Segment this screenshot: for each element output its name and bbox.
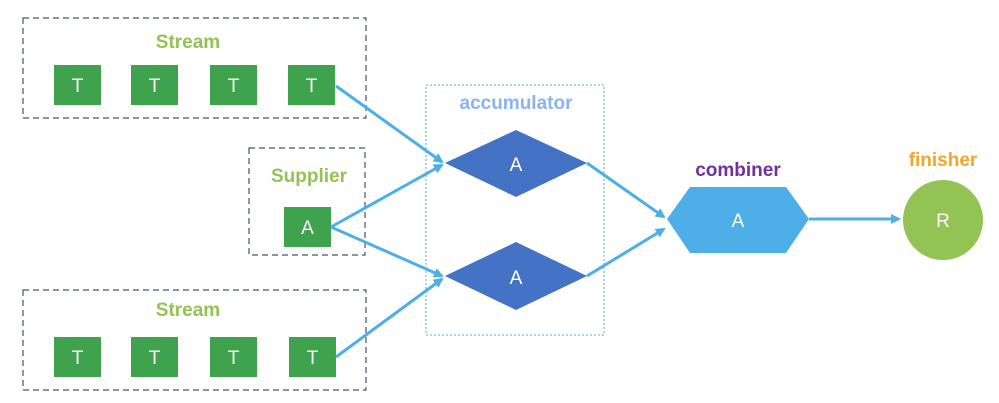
arrow-stream-bottom-to-acc-bottom [335,277,444,359]
stream-bottom-item-3: T [210,337,257,377]
stream-bottom-title: Stream [156,300,220,321]
stream-top-title: Stream [156,32,220,53]
stream-bottom-item-4: T [289,337,336,377]
combiner-hexagon [667,187,809,253]
stream-top-group: Stream T T T T [22,17,367,119]
combiner-group: combiner A [667,160,809,253]
stream-bottom-item-2-label: T [149,348,161,369]
stream-top-item-2-label: T [149,76,161,97]
accumulator-top-label: A [510,155,523,176]
accumulator-group: accumulator A A [425,84,605,336]
combiner-label: A [732,211,745,232]
supplier-item-label: A [301,218,314,239]
arrow-supplier-to-acc-bottom [330,225,444,278]
stream-bottom-frame [22,289,367,391]
finisher-group: finisher R [903,150,983,260]
stream-bottom-item-2: T [131,337,178,377]
finisher-label: R [936,211,950,232]
stream-bottom-item-1: T [54,337,101,377]
stream-top-item-2: T [131,65,178,105]
supplier-title: Supplier [271,166,348,187]
arrow-acc-bottom-to-combiner [586,227,666,278]
arrow-acc-top-to-combiner [586,161,666,219]
accumulator-title: accumulator [460,93,574,114]
supplier-frame [248,147,366,256]
stream-top-item-3-label: T [228,76,240,97]
stream-bottom-item-4-label: T [307,348,319,369]
stream-top-frame [22,17,367,119]
accumulator-bottom-label: A [510,268,523,289]
stream-bottom-item-3-label: T [228,348,240,369]
accumulator-frame [425,84,605,336]
supplier-group: Supplier A [248,147,366,256]
stream-top-item-1: T [54,65,101,105]
stream-top-item-3: T [210,65,257,105]
accumulator-bottom-diamond [445,242,587,310]
accumulator-top-diamond [445,130,587,197]
arrows [330,84,901,359]
stream-bottom-group: Stream T T T T [22,289,367,391]
stream-top-item-4: T [288,65,335,105]
stream-bottom-item-1-label: T [72,348,84,369]
finisher-circle [903,180,983,260]
stream-top-item-4-label: T [306,76,318,97]
stream-top-item-1-label: T [72,76,84,97]
arrow-supplier-to-acc-top [330,163,444,229]
combiner-title: combiner [695,160,781,181]
arrow-stream-top-to-acc-top [335,84,444,164]
finisher-title: finisher [909,150,978,171]
supplier-item [284,207,331,247]
